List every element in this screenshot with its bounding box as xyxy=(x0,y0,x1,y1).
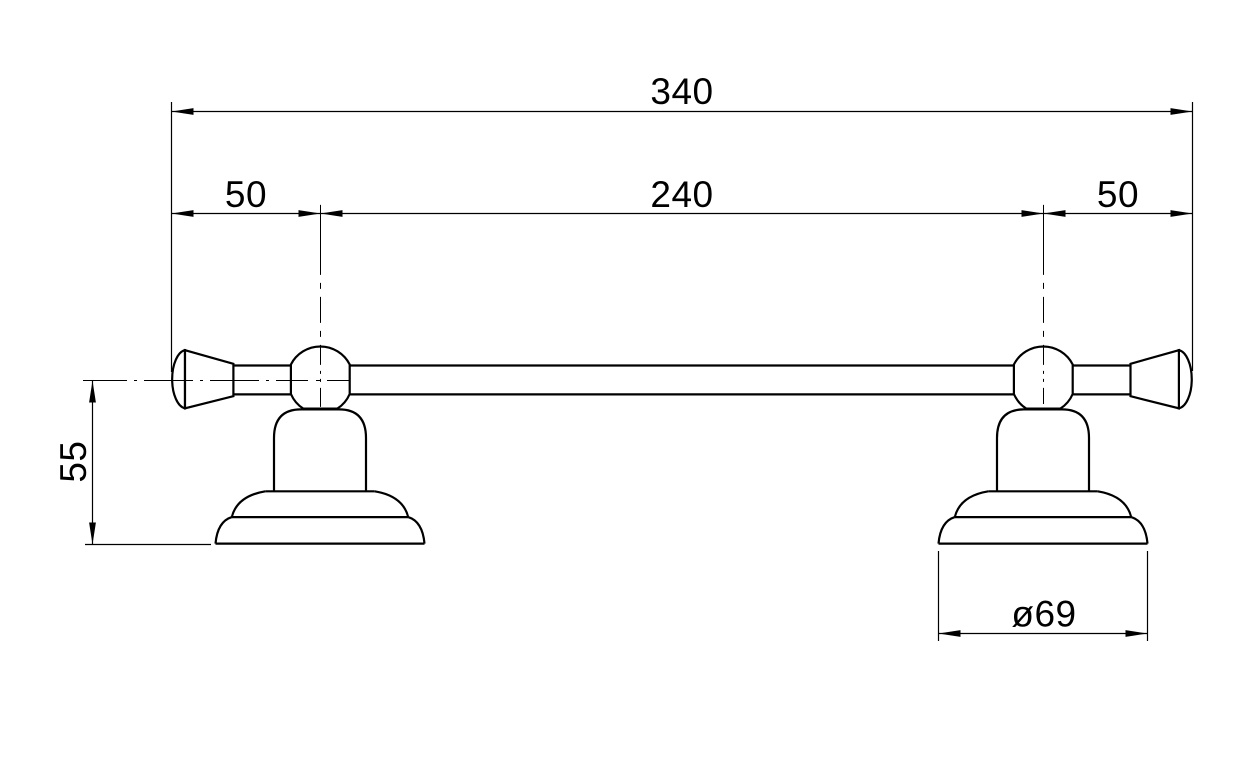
svg-text:50: 50 xyxy=(1097,174,1139,215)
svg-text:ø69: ø69 xyxy=(1011,594,1076,635)
svg-text:240: 240 xyxy=(650,174,713,215)
svg-text:340: 340 xyxy=(650,71,713,112)
svg-text:50: 50 xyxy=(225,174,267,215)
svg-text:55: 55 xyxy=(53,441,94,483)
